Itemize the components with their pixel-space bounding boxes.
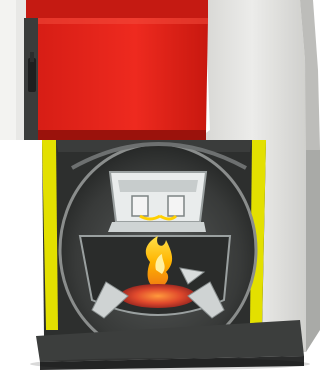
burner-assembly bbox=[108, 172, 206, 232]
upper-door bbox=[24, 0, 208, 140]
